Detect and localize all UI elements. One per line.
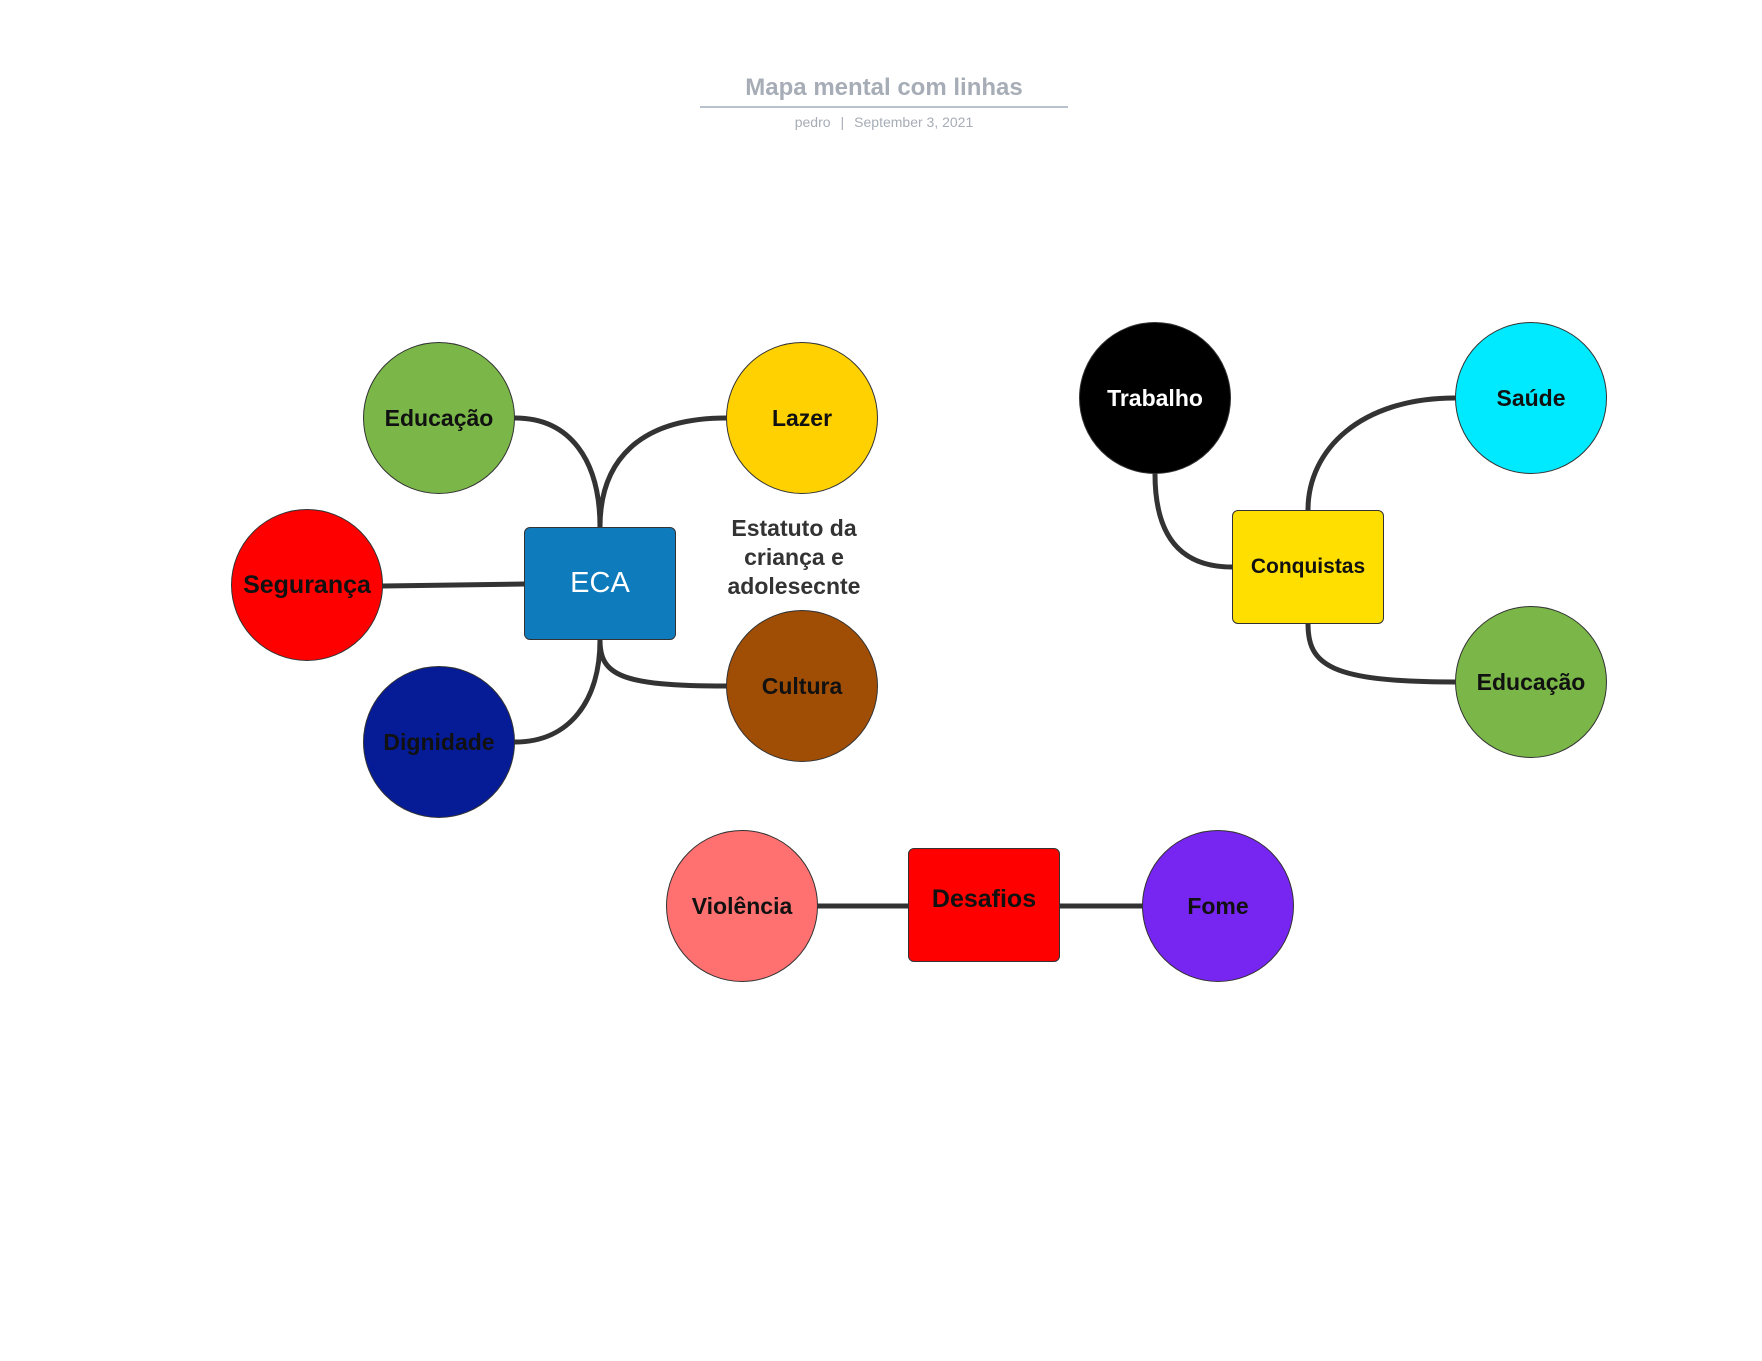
document-date: September 3, 2021: [854, 114, 974, 130]
link-eca-lazer[interactable]: [597, 415, 729, 530]
link-conquistas-trabalho[interactable]: [1152, 471, 1235, 570]
desafios-center-node[interactable]: Desafios: [908, 848, 1060, 962]
saude-node[interactable]: Saúde: [1455, 322, 1607, 474]
document-title: Mapa mental com linhas: [700, 72, 1068, 108]
fome-node[interactable]: Fome: [1142, 830, 1294, 982]
document-meta: pedro | September 3, 2021: [700, 114, 1068, 130]
document-header: Mapa mental com linhas pedro | September 3…: [700, 72, 1068, 130]
meta-separator: |: [840, 114, 845, 130]
cultura-node[interactable]: Cultura: [726, 610, 878, 762]
trabalho-node[interactable]: Trabalho: [1079, 322, 1231, 474]
link-eca-cultura[interactable]: [597, 637, 729, 689]
link-eca-dignidade[interactable]: [512, 637, 603, 745]
eca-center-node[interactable]: ECA: [524, 527, 676, 640]
violencia-node[interactable]: Violência: [666, 830, 818, 982]
seguranca-node[interactable]: Segurança: [231, 509, 383, 661]
link-conquistas-educacao[interactable]: [1305, 621, 1458, 685]
author-name: pedro: [794, 114, 831, 130]
educacao-node-conquistas[interactable]: Educação: [1455, 606, 1607, 758]
link-eca-seguranca[interactable]: [380, 581, 527, 589]
lazer-node[interactable]: Lazer: [726, 342, 878, 494]
link-eca-educacao[interactable]: [512, 415, 603, 530]
eca-description-note: Estatuto da criança e adolesecnte: [727, 515, 861, 599]
conquistas-center-node[interactable]: Conquistas: [1232, 510, 1384, 624]
educacao-node[interactable]: Educação: [363, 342, 515, 494]
link-conquistas-saude[interactable]: [1305, 395, 1458, 513]
dignidade-node[interactable]: Dignidade: [363, 666, 515, 818]
